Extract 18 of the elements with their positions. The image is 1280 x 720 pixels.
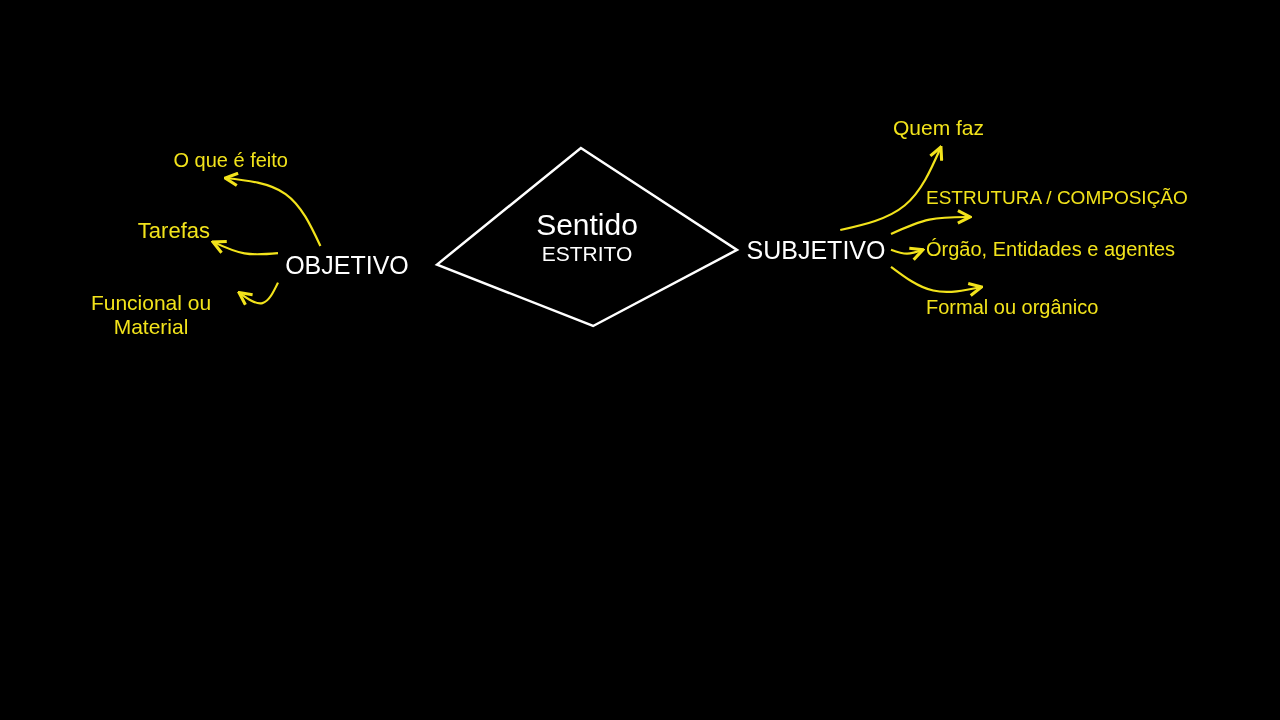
- arrow: [237, 282, 279, 307]
- concept-label: OBJETIVO: [285, 250, 409, 280]
- arrow: [890, 246, 925, 262]
- concept-label: Órgão, Entidades e agentes: [926, 237, 1176, 261]
- arrow: [211, 239, 279, 256]
- concept-label: Sentido: [536, 207, 638, 243]
- concept-label: Funcional ou Material: [89, 290, 213, 340]
- concept-label: O que é feito: [173, 148, 288, 172]
- concept-label: Quem faz: [893, 115, 985, 141]
- concept-label: Tarefas: [137, 218, 210, 244]
- arrow: [223, 171, 322, 247]
- arrow: [890, 265, 984, 298]
- concept-label: Formal ou orgânico: [926, 295, 1099, 319]
- arrow: [840, 145, 944, 232]
- concept-label: SUBJETIVO: [746, 235, 886, 265]
- arrow: [890, 209, 972, 235]
- concept-sublabel: ESTRITO: [541, 242, 633, 267]
- concept-label: ESTRUTURA / COMPOSIÇÃO: [926, 187, 1188, 209]
